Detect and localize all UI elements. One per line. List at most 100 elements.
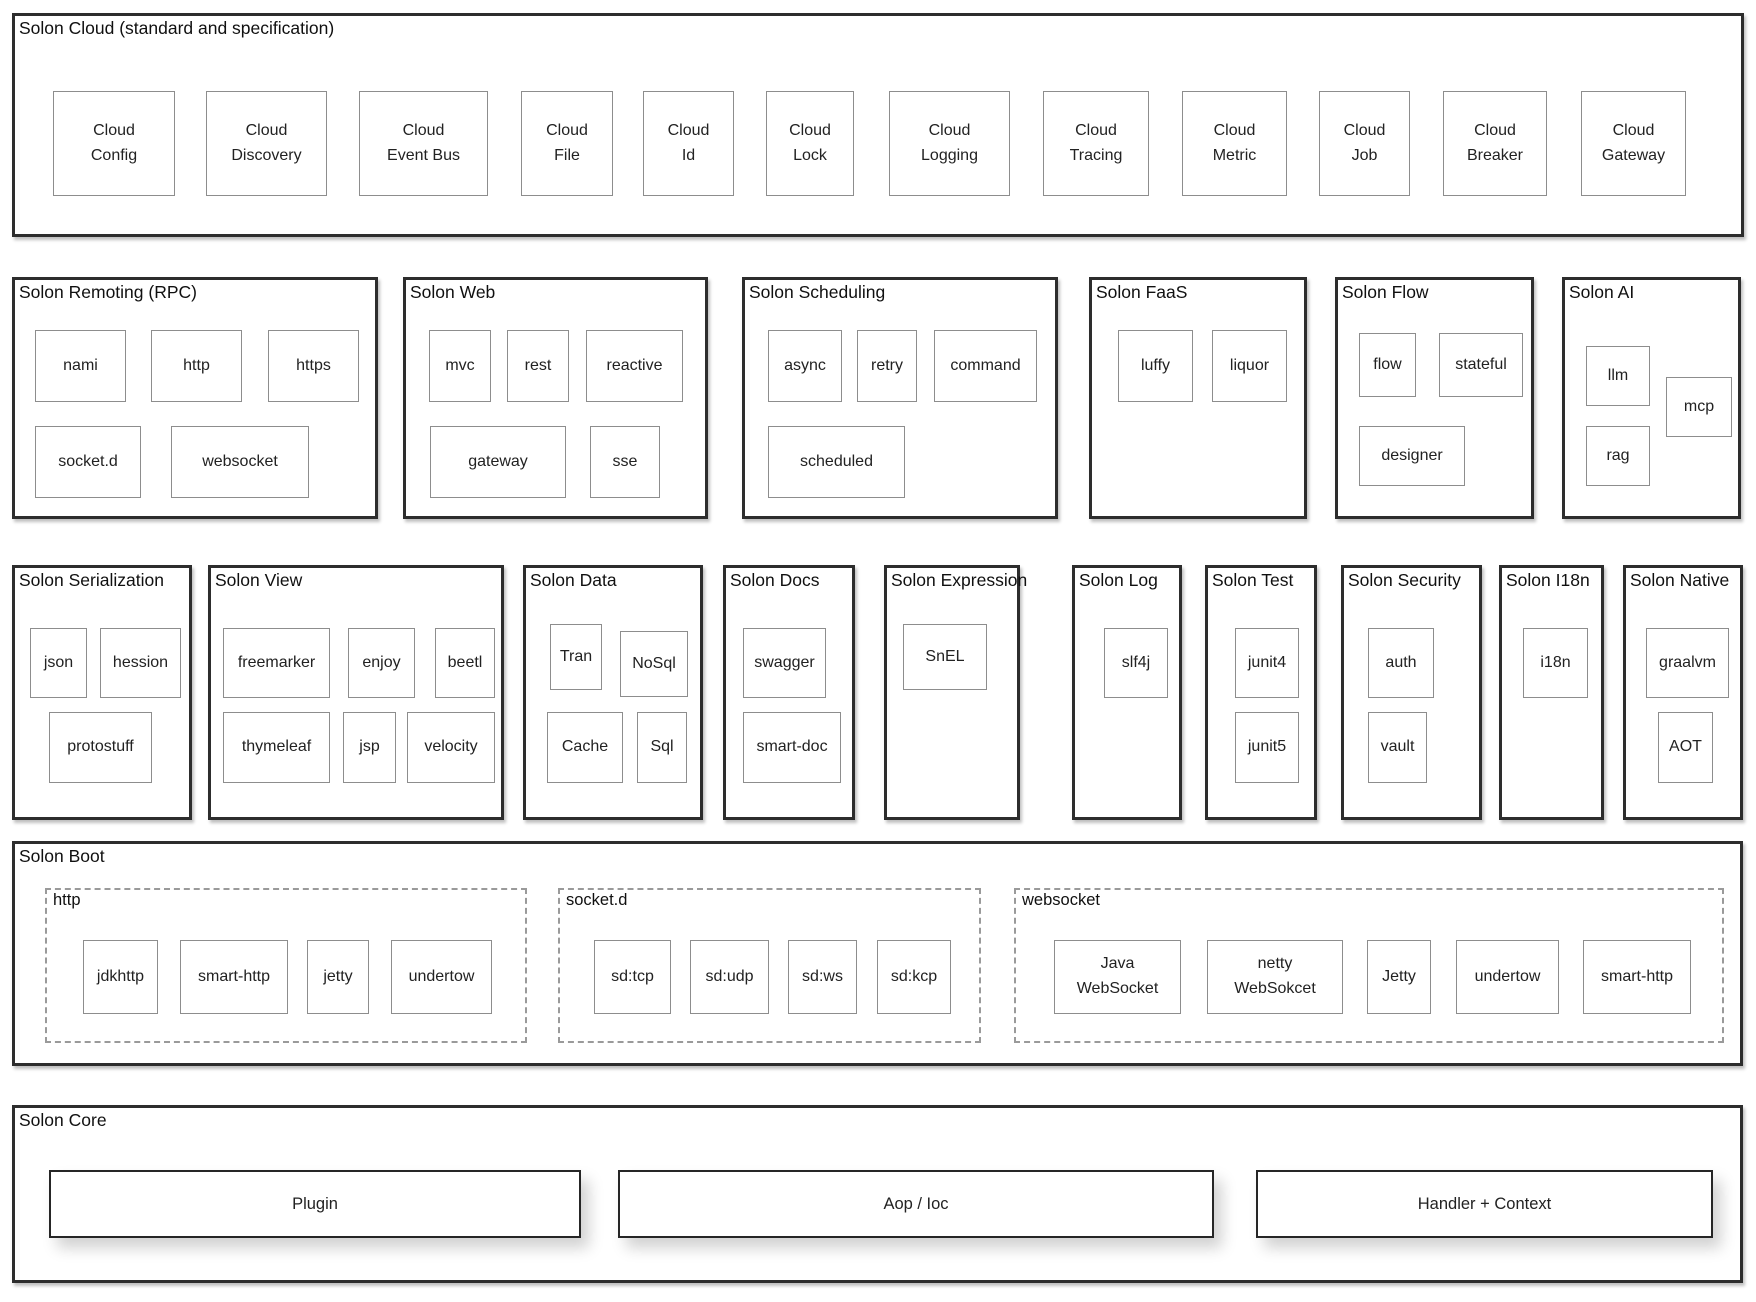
section-solon-ai: Solon AI llm mcp rag bbox=[1562, 277, 1741, 519]
section-solon-i18n-title: Solon I18n bbox=[1506, 570, 1590, 590]
module-graalvm: graalvm bbox=[1646, 628, 1729, 698]
module-stateful: stateful bbox=[1439, 333, 1523, 397]
section-solon-scheduling-title: Solon Scheduling bbox=[749, 282, 886, 302]
section-solon-flow: Solon Flow flow stateful designer bbox=[1335, 277, 1534, 519]
module-cloud-gateway: Cloud Gateway bbox=[1581, 91, 1686, 196]
module-jdkhttp: jdkhttp bbox=[83, 940, 158, 1014]
section-solon-test: Solon Test junit4 junit5 bbox=[1205, 565, 1317, 820]
module-http: http bbox=[151, 330, 242, 402]
module-vault: vault bbox=[1368, 712, 1427, 783]
module-designer: designer bbox=[1359, 426, 1465, 486]
module-cache: Cache bbox=[547, 712, 623, 783]
module-smart-doc: smart-doc bbox=[743, 712, 841, 783]
section-solon-docs-title: Solon Docs bbox=[730, 570, 820, 590]
module-nami: nami bbox=[35, 330, 126, 402]
section-solon-test-title: Solon Test bbox=[1212, 570, 1294, 590]
section-solon-security-title: Solon Security bbox=[1348, 570, 1461, 590]
module-luffy: luffy bbox=[1118, 330, 1193, 402]
section-solon-native: Solon Native graalvm AOT bbox=[1623, 565, 1743, 820]
module-cloud-id: Cloud Id bbox=[643, 91, 734, 196]
module-flow: flow bbox=[1359, 333, 1416, 397]
section-solon-security: Solon Security auth vault bbox=[1341, 565, 1482, 820]
module-hession: hession bbox=[100, 628, 181, 698]
module-sql: Sql bbox=[637, 712, 687, 783]
section-solon-data-title: Solon Data bbox=[530, 570, 617, 590]
module-cloud-job: Cloud Job bbox=[1319, 91, 1410, 196]
section-solon-data: Solon Data Tran NoSql Cache Sql bbox=[523, 565, 703, 820]
boot-group-socket-d-title: socket.d bbox=[566, 891, 628, 909]
module-jetty: jetty bbox=[307, 940, 369, 1014]
section-solon-view: Solon View freemarker enjoy beetl thymel… bbox=[208, 565, 504, 820]
section-solon-view-title: Solon View bbox=[215, 570, 303, 590]
boot-group-http-title: http bbox=[53, 891, 81, 909]
module-protostuff: protostuff bbox=[49, 712, 152, 783]
module-i18n: i18n bbox=[1523, 628, 1588, 698]
module-scheduled: scheduled bbox=[768, 426, 905, 498]
module-java-websocket: Java WebSocket bbox=[1054, 940, 1181, 1014]
section-solon-remoting-title: Solon Remoting (RPC) bbox=[19, 282, 197, 302]
boot-group-http: http jdkhttp smart-http jetty undertow bbox=[45, 888, 527, 1043]
module-cloud-metric: Cloud Metric bbox=[1182, 91, 1287, 196]
module-auth: auth bbox=[1368, 628, 1434, 698]
section-solon-ai-title: Solon AI bbox=[1569, 282, 1635, 302]
module-jsp: jsp bbox=[343, 712, 396, 783]
module-liquor: liquor bbox=[1212, 330, 1287, 402]
module-cloud-logging: Cloud Logging bbox=[889, 91, 1010, 196]
section-solon-expression: Solon Expression SnEL bbox=[884, 565, 1027, 820]
module-jetty-ws: Jetty bbox=[1367, 940, 1431, 1014]
section-solon-remoting: Solon Remoting (RPC) nami http https soc… bbox=[12, 277, 378, 519]
module-cloud-discovery: Cloud Discovery bbox=[206, 91, 327, 196]
section-solon-core-title: Solon Core bbox=[19, 1110, 107, 1130]
module-retry: retry bbox=[857, 330, 917, 402]
module-aop-ioc: Aop / Ioc bbox=[618, 1170, 1214, 1238]
module-cloud-config: Cloud Config bbox=[53, 91, 175, 196]
module-cloud-tracing: Cloud Tracing bbox=[1043, 91, 1149, 196]
section-solon-scheduling: Solon Scheduling async retry command sch… bbox=[742, 277, 1058, 519]
section-solon-flow-title: Solon Flow bbox=[1342, 282, 1429, 302]
module-websocket: websocket bbox=[171, 426, 309, 498]
section-solon-web: Solon Web mvc rest reactive gateway sse bbox=[403, 277, 708, 519]
section-solon-i18n: Solon I18n i18n bbox=[1499, 565, 1604, 820]
module-junit5: junit5 bbox=[1235, 712, 1299, 783]
module-cloud-breaker: Cloud Breaker bbox=[1443, 91, 1547, 196]
module-rest: rest bbox=[507, 330, 569, 402]
module-reactive: reactive bbox=[586, 330, 683, 402]
module-sd-ws: sd:ws bbox=[788, 940, 857, 1014]
module-llm: llm bbox=[1586, 346, 1650, 406]
module-undertow-ws: undertow bbox=[1456, 940, 1559, 1014]
module-enjoy: enjoy bbox=[348, 628, 415, 698]
section-solon-log-title: Solon Log bbox=[1079, 570, 1158, 590]
section-solon-docs: Solon Docs swagger smart-doc bbox=[723, 565, 855, 820]
section-solon-cloud-title: Solon Cloud (standard and specification) bbox=[19, 18, 335, 38]
section-solon-core: Solon Core Plugin Aop / Ioc Handler + Co… bbox=[12, 1105, 1743, 1283]
module-async: async bbox=[768, 330, 842, 402]
module-handler-context: Handler + Context bbox=[1256, 1170, 1713, 1238]
section-solon-boot: Solon Boot http jdkhttp smart-http jetty… bbox=[12, 841, 1743, 1066]
module-aot: AOT bbox=[1658, 712, 1713, 783]
module-cloud-file: Cloud File bbox=[521, 91, 613, 196]
module-plugin: Plugin bbox=[49, 1170, 581, 1238]
module-undertow: undertow bbox=[391, 940, 492, 1014]
module-rag: rag bbox=[1586, 426, 1650, 486]
module-https: https bbox=[268, 330, 359, 402]
section-solon-web-title: Solon Web bbox=[410, 282, 496, 302]
module-cloud-lock: Cloud Lock bbox=[766, 91, 854, 196]
module-command: command bbox=[934, 330, 1037, 402]
module-cloud-event-bus: Cloud Event Bus bbox=[359, 91, 488, 196]
section-solon-boot-title: Solon Boot bbox=[19, 846, 105, 866]
section-solon-serialization-title: Solon Serialization bbox=[19, 570, 164, 590]
boot-group-websocket: websocket Java WebSocket netty WebSokcet… bbox=[1014, 888, 1724, 1043]
module-slf4j: slf4j bbox=[1104, 628, 1168, 698]
section-solon-faas: Solon FaaS luffy liquor bbox=[1089, 277, 1307, 519]
module-thymeleaf: thymeleaf bbox=[223, 712, 330, 783]
module-tran: Tran bbox=[550, 624, 602, 690]
module-junit4: junit4 bbox=[1235, 628, 1299, 698]
module-freemarker: freemarker bbox=[223, 628, 330, 698]
module-swagger: swagger bbox=[743, 628, 826, 698]
module-sd-udp: sd:udp bbox=[690, 940, 769, 1014]
module-netty-websokcet: netty WebSokcet bbox=[1207, 940, 1343, 1014]
section-solon-expression-title: Solon Expression bbox=[891, 570, 1028, 590]
module-mcp: mcp bbox=[1666, 377, 1732, 437]
section-solon-cloud: Solon Cloud (standard and specification)… bbox=[12, 13, 1744, 237]
